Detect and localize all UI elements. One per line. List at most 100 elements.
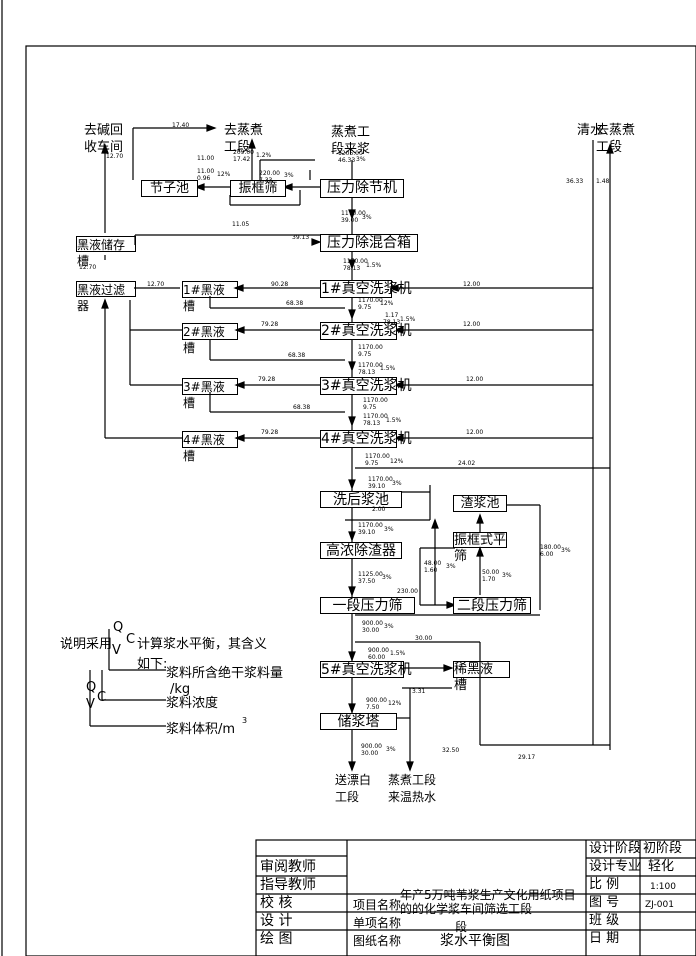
flow-value: 7.33 [259,177,273,184]
item-name: 段 [455,920,468,934]
vacuum-washer-2: 2#真空洗浆机 [320,322,412,340]
high-consistency-cleaner: 高浓除渣器 [320,542,402,559]
flow-value: 230.00 [397,588,418,595]
legend-intro-tail2: 如下: [137,657,168,672]
flow-value: 3.31 [412,688,426,695]
flow-value: 3% [386,746,396,753]
residue-tank: 渣浆池 [453,495,507,512]
flow-value: 11.05 [232,221,250,228]
flow-value: 78.13 [363,420,381,427]
drawing-label: 图纸名称 [353,934,402,948]
flow-value: 3% [502,572,512,579]
flow-value: 1170.00 [365,453,390,460]
flow-value: 1170.00 [358,522,383,529]
black-liquor-storage: 黑液储存 槽 [76,236,136,268]
major-label: 设计专业 [589,859,642,874]
legend-intro: 说明采用 [60,637,113,652]
flow-value: 12% [390,458,404,465]
reviewer-label: 审阅教师 [260,859,316,875]
flow-value: 1.17 [385,312,399,319]
flow-value: 37.50 [358,578,376,585]
flow-value: 1.5% [400,316,416,323]
flow-value: 9.75 [365,460,379,467]
vacuum-washer-5: 5#真空洗浆机 [320,661,412,678]
legend-item-c: 浆料浓度 [166,696,219,711]
flow-value: 3% [356,156,366,163]
flow-value: 900.00 [366,697,387,704]
flow-value: 3% [284,172,294,179]
flow-value: 90.28 [271,281,289,288]
flow-value: 39.00 [341,217,359,224]
vacuum-washer-1: 1#真空洗浆机 [320,280,412,298]
flow-value: 24.02 [458,460,476,467]
flow-value: 1170.00 [358,344,383,351]
flow-value: 12% [388,700,402,707]
flow-value: 180.00 [540,544,561,551]
flow-value: 39.10 [368,483,386,490]
flow-value: 900.00 [361,743,382,750]
flow-value: 11.00 [197,155,215,162]
flow-value: 3% [392,480,402,487]
vibrating-flat-screen: 振框式平 筛 [453,532,507,564]
flow-value: 30.00 [415,635,433,642]
flow-value: 68.38 [286,300,304,307]
clear-water-label: 清水 [577,123,604,138]
vacuum-washer-4: 4#真空洗浆机 [320,430,412,448]
first-stage-pressure-screen: 一段压力筛 [320,597,415,614]
flow-value: 2.00 [372,506,386,513]
flow-value: 1170.00 [358,362,383,369]
flow-value: 29.17 [518,754,536,761]
to-digestion-left-label: 去蒸煮 工段 [224,123,264,155]
legend-v2: V [86,697,95,712]
flow-value: 1.5% [386,417,402,424]
legend-c: C [126,632,136,647]
black-liquor-tank-1: 1#黑液 槽 [182,281,238,313]
to-digestion-right-label: 去蒸煮 工段 [596,123,636,155]
flow-value: 17.40 [172,122,190,129]
knot-tank: 节子池 [141,180,198,197]
legend-c2: C [97,690,107,705]
stage-label: 设计阶段 [589,841,642,856]
flow-value: 3% [561,547,571,554]
legend-q2: Q [86,680,97,695]
flow-value: 1170.00 [341,210,366,217]
flow-value: 79.28 [258,376,276,383]
number-label: 图 号 [589,895,620,910]
date-label: 日 期 [589,931,620,946]
flow-value: 12% [217,171,231,178]
flow-value: 900.00 [368,647,389,654]
flow-value: 1.5% [390,650,406,657]
legend-q: Q [113,620,124,635]
vibrating-screen: 振框筛 [230,180,286,197]
digestion-in-label: 蒸煮工 段来浆 [331,125,371,157]
flow-value: 1.5% [366,262,382,269]
designer-label: 设 计 [260,913,293,929]
flow-value: 78.13 [383,319,401,326]
flow-value: 12.70 [147,281,165,288]
flow-value: 220.00 [259,170,280,177]
alkali-recovery-label: 去碱回 收车间 [84,123,124,155]
flow-value: 68.38 [288,352,306,359]
flow-value: 3% [446,563,456,570]
class-label: 班 级 [589,913,620,928]
second-stage-pressure-screen: 二段压力筛 [453,597,531,614]
black-liquor-tank-4: 4#黑液 槽 [182,431,238,463]
flow-value: 78.13 [343,265,361,272]
flow-value: 48.00 [424,560,442,567]
flow-value: 50.00 [482,569,500,576]
legend-item-q-unit: /kg [170,682,191,697]
flow-value: 3% [384,623,394,630]
scale-value: 1:100 [650,882,676,892]
black-liquor-filter: 黑液过滤 器 [76,281,136,313]
washed-pulp-tank: 洗后浆池 [320,491,402,508]
flow-value: 36.33 [566,178,584,185]
flow-value: 1170.00 [363,413,388,420]
flow-value: 1.48 [596,178,610,185]
flow-value: 12% [380,300,394,307]
pressure-knotter: 压力除节机 [320,179,404,198]
flow-value: 900.00 [362,620,383,627]
flow-value: 46.33 [338,157,356,164]
flow-value: 3% [382,574,392,581]
to-bleaching-label: 送漂白 工段 [335,773,372,804]
